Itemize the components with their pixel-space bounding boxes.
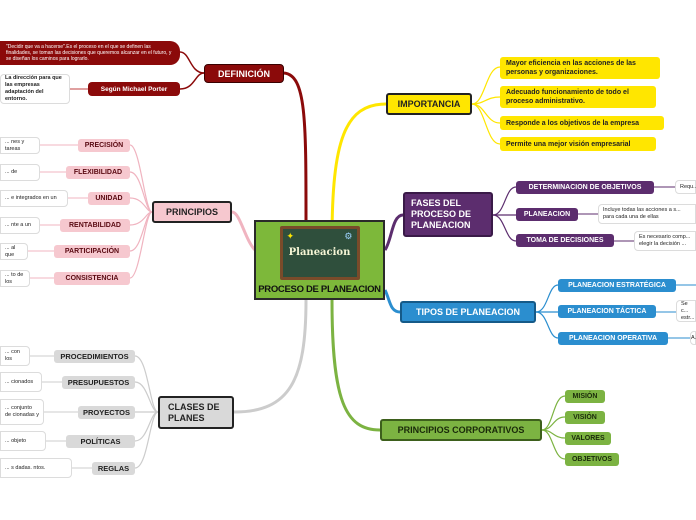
clase-note[interactable]: ... con los — [0, 346, 30, 366]
gear-icon: ⚙ — [344, 230, 353, 241]
principio-unidad[interactable]: UNIDAD — [88, 192, 130, 205]
principio-rentabilidad[interactable]: RENTABILIDAD — [60, 219, 130, 232]
corporativo-objetivos[interactable]: OBJETIVOS — [565, 453, 619, 466]
clase-presupuestos[interactable]: PRESUPUESTOS — [62, 376, 135, 389]
porter-note[interactable]: La dirección para que las empresas adapt… — [0, 74, 70, 104]
chalkboard-text: Planeacion — [288, 247, 351, 258]
central-title: PROCESO DE PLANEACION — [258, 283, 381, 295]
fase-note[interactable]: Requ... — [675, 180, 696, 194]
principio-note[interactable]: ... e integrados en un — [0, 190, 68, 207]
porter-node[interactable]: Según Michael Porter — [88, 82, 180, 96]
clases-node[interactable]: CLASES DE PLANES — [158, 396, 234, 429]
corporativo-vision[interactable]: VISIÓN — [565, 411, 605, 424]
principio-flexibilidad[interactable]: FLEXIBILIDAD — [66, 166, 130, 179]
importancia-item[interactable]: Responde a los objetivos de la empresa — [500, 116, 664, 130]
principio-note[interactable]: ... al que — [0, 243, 28, 260]
tipo-note[interactable]: Se c... estr... — [676, 300, 696, 322]
clase-note[interactable]: ... s dadas. ntos. — [0, 458, 72, 478]
principio-precision[interactable]: PRECISIÓN — [78, 139, 130, 152]
principios-node[interactable]: PRINCIPIOS — [152, 201, 232, 223]
definicion-node[interactable]: DEFINICIÓN — [204, 64, 284, 83]
principio-note[interactable]: ... nes y tareas — [0, 137, 40, 154]
clase-reglas[interactable]: REGLAS — [92, 462, 135, 475]
corporativos-node[interactable]: PRINCIPIOS CORPORATIVOS — [380, 419, 542, 441]
lightbulb-icon: ✦ — [286, 230, 295, 241]
fase-planeacion[interactable]: PLANEACION — [516, 208, 578, 221]
importancia-node[interactable]: IMPORTANCIA — [386, 93, 472, 115]
tipos-node[interactable]: TIPOS DE PLANEACION — [400, 301, 536, 323]
clase-note[interactable]: ... objeto — [0, 431, 46, 451]
clase-politicas[interactable]: POLÍTICAS — [66, 435, 135, 448]
clase-procedimientos[interactable]: PROCEDIMIENTOS — [54, 350, 135, 363]
tipo-tactica[interactable]: PLANEACION TÁCTICA — [558, 305, 656, 318]
central-node[interactable]: Planeacion ✦ ⚙ PROCESO DE PLANEACION — [254, 220, 385, 300]
clase-note[interactable]: ... cionados — [0, 372, 42, 392]
central-image: Planeacion ✦ ⚙ — [279, 225, 360, 280]
principio-note[interactable]: ... nte a un — [0, 217, 40, 234]
tipo-note[interactable]: A... — [690, 331, 696, 345]
principio-note[interactable]: ... to de los — [0, 270, 30, 287]
corporativo-valores[interactable]: VALORES — [565, 432, 611, 445]
importancia-item[interactable]: Permite una mejor visión empresarial — [500, 137, 656, 151]
principio-participacion[interactable]: PARTICIPACIÓN — [54, 245, 130, 258]
clase-proyectos[interactable]: PROYECTOS — [78, 406, 135, 419]
fases-node[interactable]: FASES DEL PROCESO DE PLANEACION — [403, 192, 493, 237]
importancia-item[interactable]: Adecuado funcionamiento de todo el proce… — [500, 86, 656, 108]
principio-consistencia[interactable]: CONSISTENCIA — [54, 272, 130, 285]
corporativo-mision[interactable]: MISIÓN — [565, 390, 605, 403]
definicion-note[interactable]: "Decidir que va a hacerse".Es el proceso… — [0, 41, 180, 65]
fase-note[interactable]: Es necesario comp... elegir la decisión … — [634, 231, 696, 251]
clase-note[interactable]: ... conjunto de cionadas y — [0, 399, 44, 425]
fase-note[interactable]: Incluye todas las acciones a s... para c… — [598, 204, 696, 224]
tipo-estrategica[interactable]: PLANEACION ESTRATÉGICA — [558, 279, 676, 292]
importancia-item[interactable]: Mayor eficiencia en las acciones de las … — [500, 57, 660, 79]
fase-decisiones[interactable]: TOMA DE DECISIONES — [516, 234, 614, 247]
principio-note[interactable]: ... de — [0, 164, 40, 181]
tipo-operativa[interactable]: PLANEACION OPERATIVA — [558, 332, 668, 345]
fase-objetivos[interactable]: DETERMINACION DE OBJETIVOS — [516, 181, 654, 194]
